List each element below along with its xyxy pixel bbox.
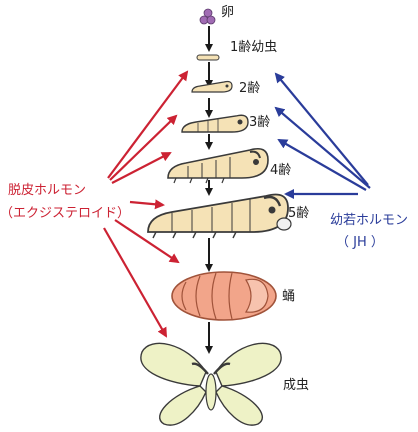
red-arrow-to-adult	[104, 228, 166, 336]
larva-instar3-icon	[182, 115, 248, 132]
red-arrow-to-instar5	[130, 202, 163, 205]
label-instar1: 1齢幼虫	[230, 41, 277, 54]
red-arrow-to-instar4	[112, 153, 170, 183]
label-adult: 成虫	[283, 379, 309, 392]
label-juvenile-hormone: 幼若ホルモン	[330, 214, 408, 227]
label-instar2: 2齢	[239, 82, 260, 95]
pupa-icon	[172, 272, 276, 320]
moth-icon	[141, 343, 281, 425]
label-instar3: 3齢	[249, 116, 270, 129]
label-instar4: 4齢	[270, 164, 291, 177]
larva-instar4-icon	[168, 149, 268, 183]
label-pupa: 蛹	[282, 290, 295, 303]
egg-icon	[200, 9, 215, 24]
larva-instar5-icon	[148, 195, 291, 239]
larva-instar2-icon	[192, 82, 232, 93]
label-egg: 卵	[221, 6, 234, 19]
label-instar5: 5齢	[288, 207, 309, 220]
label-molting-hormone-abbr: （エクジステロイド）	[0, 207, 130, 220]
red-arrow-to-instar3	[110, 116, 176, 180]
larva-instar1-icon	[197, 55, 219, 60]
red-arrow-to-instar2	[108, 72, 187, 178]
label-juvenile-hormone-abbr: （ JH ）	[336, 236, 384, 249]
label-molting-hormone: 脱皮ホルモン	[8, 184, 86, 197]
